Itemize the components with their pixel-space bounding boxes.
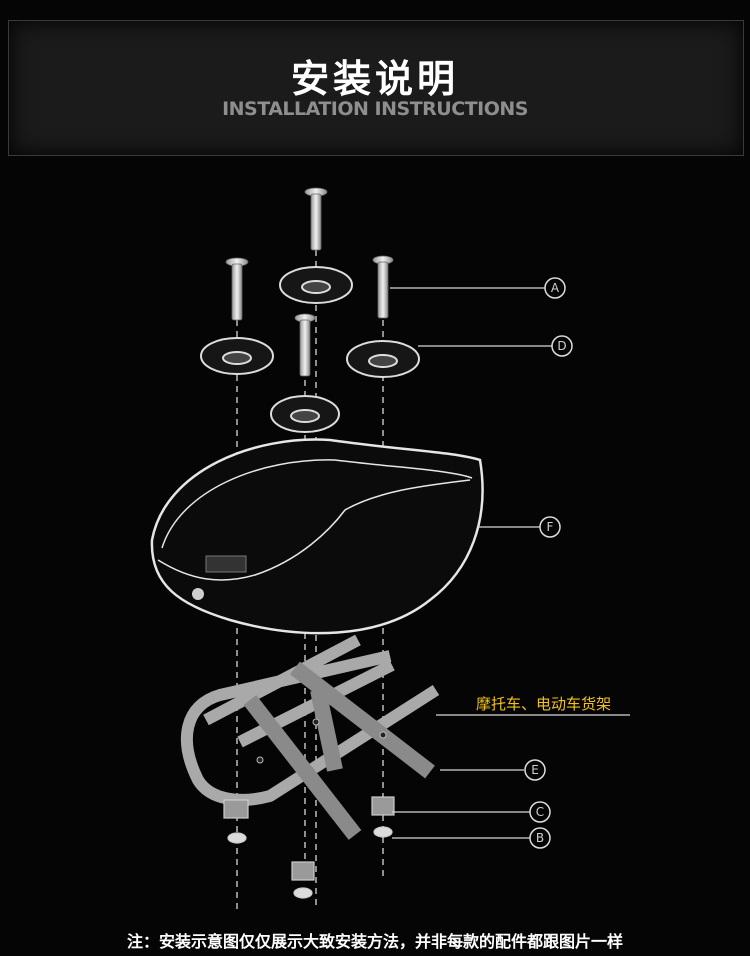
screw-right: [372, 255, 394, 319]
footer-note: 注：安装示意图仅仅展示大致安装方法，并非每款的配件都跟图片一样: [126, 932, 623, 951]
callout-b: B: [529, 827, 551, 849]
svg-text:E: E: [531, 763, 539, 777]
svg-text:A: A: [551, 281, 560, 295]
svg-text:D: D: [557, 339, 566, 353]
nuts-and-clips: [223, 796, 395, 899]
tail-box: [150, 438, 484, 635]
exploded-installation-diagram: A D F E C B: [150, 187, 630, 910]
callout-a: A: [544, 277, 566, 299]
callout-d: D: [551, 335, 573, 357]
screw-front: [294, 313, 316, 377]
svg-text:B: B: [536, 831, 544, 845]
svg-text:F: F: [547, 520, 554, 534]
rack-label: 摩托车、电动车货架: [476, 695, 612, 713]
page-subtitle: INSTALLATION INSTRUCTIONS: [222, 98, 528, 120]
callout-f: F: [539, 516, 561, 538]
callout-e: E: [524, 759, 546, 781]
page-title: 安装说明: [290, 57, 459, 101]
screw-left: [225, 257, 249, 321]
leader-lines: [390, 287, 630, 839]
callout-c: C: [529, 801, 551, 823]
screw-center: [304, 187, 328, 251]
svg-text:C: C: [536, 805, 544, 819]
header-banner: [8, 20, 744, 156]
washer-set: [200, 266, 420, 433]
